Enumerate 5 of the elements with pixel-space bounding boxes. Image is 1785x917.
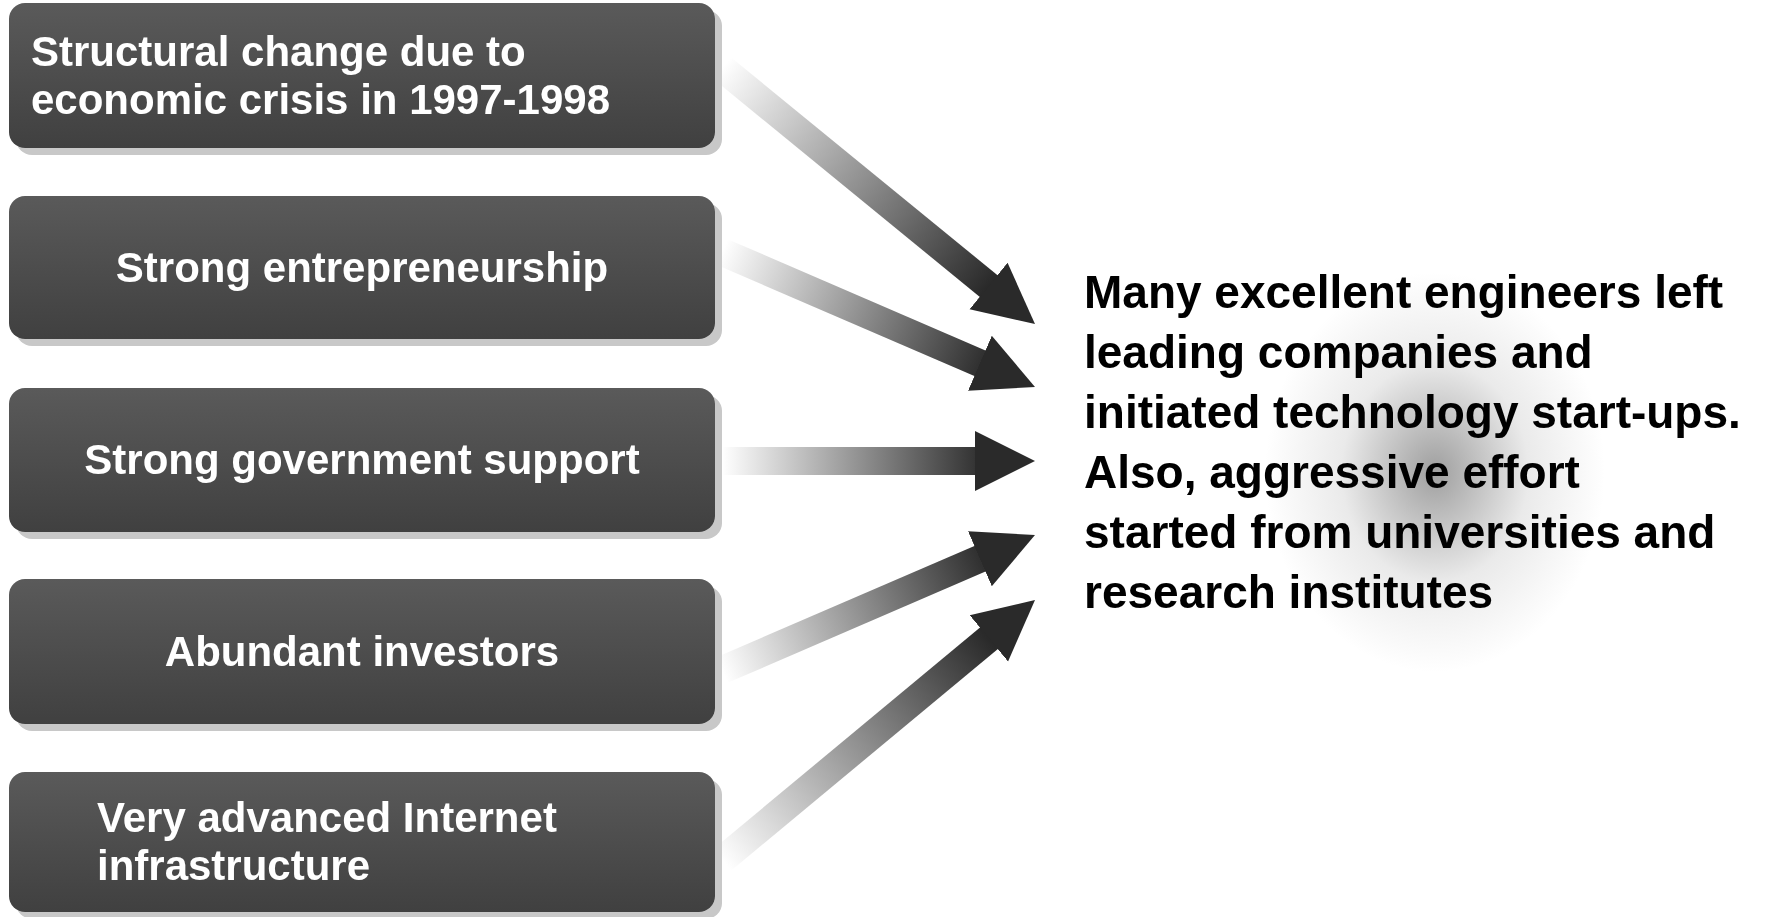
factor-label: Strong government support	[84, 436, 640, 484]
factor-label: Very advanced Internet infrastructure	[97, 794, 558, 890]
factor-label: Structural change due to economic crisis in 1997-1998	[31, 27, 611, 124]
factor-label: Strong entrepreneurship	[115, 243, 609, 292]
factor-label: Abundant investors	[164, 627, 560, 676]
